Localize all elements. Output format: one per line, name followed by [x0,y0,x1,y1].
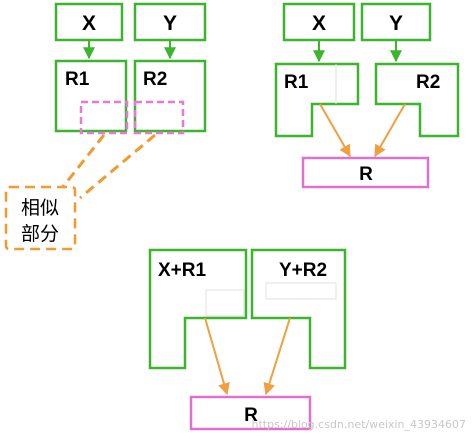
panel-b-arrow-r2-r [374,103,406,158]
panel-a-dashed-pointer-1 [60,134,106,189]
panel-a-x-label: X [82,12,96,35]
panel-b-r-label: R [359,164,373,185]
panel-a-r1-box [54,59,128,133]
panel-c-r2-label: Y+R2 [279,260,327,281]
panel-b-y-label: Y [389,12,403,35]
watermark-text: https://blog.csdn.net/weixin_43934607 [251,418,466,431]
panel-b-r-box [301,156,430,189]
panel-a-similar-note-box [4,185,77,251]
panel-b-r2-label: R2 [416,72,440,93]
panel-c-r1-shape [148,248,248,370]
panel-c-r1-faint-cell [205,289,245,317]
panel-c: X+R1 Y+R2 R [148,248,347,431]
panel-a-similar-part-1 [79,100,129,135]
panel-b-x-label: X [312,12,326,35]
panel-b-r1-label: R1 [284,72,309,93]
panel-c-arrow-r1-r [204,317,230,396]
panel-a: X Y R1 R2 相似 部分 [4,2,207,251]
panel-a-similar-note-line1: 相似 [21,197,59,219]
panel-c-r1-label: X+R1 [158,260,206,281]
panel-a-dashed-pointer-2 [79,133,156,200]
panel-a-r2-label: R2 [143,69,167,90]
panel-c-arrow-r2-r [263,317,291,396]
panel-c-r2-faint-cell [265,282,337,300]
panel-b-arrow-r1-r [319,103,351,158]
panel-c-r-box [189,395,312,431]
panel-c-r2-shape [250,248,347,370]
panel-a-y-label: Y [163,12,177,35]
panel-b-r2-shape [374,62,460,138]
panel-a-similar-note-line2: 部分 [21,223,59,245]
panel-a-similar-part-2 [133,100,185,135]
panel-b-r1-shape [274,62,360,138]
panel-a-r1-label: R1 [65,69,90,90]
panel-a-r2-box [133,59,207,133]
panel-b: X Y R1 R2 R [274,2,460,189]
panel-c-r-label: R [244,405,258,426]
